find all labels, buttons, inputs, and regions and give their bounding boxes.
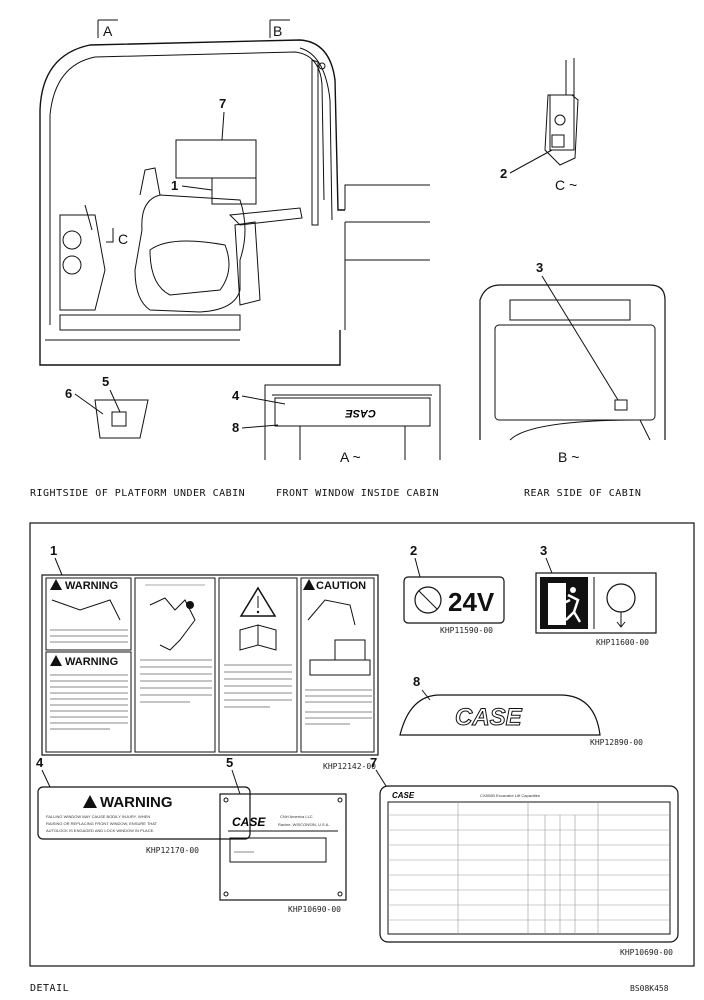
detail-callout-8: 8: [413, 674, 420, 689]
platform-view: 5 6: [65, 374, 149, 439]
decal4-line-3: AUTOLOCK IS ENGAGED AND LOCK WINDOW IN P…: [46, 828, 154, 833]
decal3-part-number: KHP11600-00: [596, 638, 649, 647]
decal7-logo: CASE: [392, 791, 415, 800]
caption-rear-side: REAR SIDE OF CABIN: [524, 488, 641, 499]
cabin-side-view: A B C 7: [39, 19, 430, 366]
decal-7: 7 CASE CX800B Excavator Lift Capacities …: [370, 755, 679, 957]
section-marker-b: B: [273, 23, 282, 39]
warning-triangle-icon: [50, 655, 62, 666]
view-a-label: A ~: [340, 449, 361, 465]
detail-callout-7: 7: [370, 755, 377, 770]
drawing-code: BS08K458: [630, 984, 669, 993]
caption-rightside: RIGHTSIDE OF PLATFORM UNDER CABIN: [30, 488, 245, 499]
battery-icon: [414, 586, 442, 614]
decal4-part-number: KHP12170-00: [146, 846, 199, 855]
callout-8: 8: [232, 420, 239, 435]
decal-8: 8 CASE KHP12890-00: [399, 674, 643, 747]
decal7-title: CX800B Excavator Lift Capacities: [480, 793, 540, 798]
callout-4: 4: [232, 388, 240, 403]
decal1-warning-mid: WARNING: [65, 656, 118, 668]
decal-5: 5 CASE CNH America LLC Racine, WISCONSIN…: [219, 755, 347, 914]
view-c-detail: 2 C ~: [500, 58, 579, 193]
decal1-warning-top: WARNING: [65, 580, 118, 592]
front-window-view: CASE 4 8 A ~: [232, 384, 441, 465]
section-marker-a: A: [103, 23, 113, 39]
decal5-logo: CASE: [232, 815, 266, 829]
callout-7: 7: [219, 96, 226, 111]
callout-1: 1: [171, 178, 178, 193]
decal-1: 1 WARNING WARNING: [41, 543, 379, 771]
decal5-part-number: KHP10690-00: [288, 905, 341, 914]
decal2-voltage: 24V: [448, 587, 495, 617]
caption-front-window: FRONT WINDOW INSIDE CABIN: [276, 488, 439, 499]
detail-frame: [29, 522, 695, 967]
detail-callout-1: 1: [50, 543, 57, 558]
view-c-label: C ~: [555, 177, 577, 193]
front-window-logo: CASE: [345, 407, 376, 419]
callout-2: 2: [500, 166, 507, 181]
warning-triangle-icon: [50, 579, 62, 590]
decal1-caution: CAUTION: [316, 580, 366, 592]
caution-triangle-icon: [303, 579, 315, 590]
callout-3: 3: [536, 260, 543, 275]
view-c-marker: C: [118, 231, 128, 247]
decal7-part-number: KHP10690-00: [620, 948, 673, 957]
detail-callout-3: 3: [540, 543, 547, 558]
decal5-company: CNH America LLC: [280, 814, 313, 819]
decal5-address: Racine, WISCONSIN, U.S.A.: [278, 822, 330, 827]
decal2-part-number: KHP11590-00: [440, 626, 493, 635]
detail-callout-5: 5: [226, 755, 233, 770]
callout-6: 6: [65, 386, 72, 401]
callout-5: 5: [102, 374, 109, 389]
decal-3: 3 KHP11600-00: [535, 543, 657, 647]
detail-callout-2: 2: [410, 543, 417, 558]
decal8-part-number: KHP12890-00: [590, 738, 643, 747]
detail-callout-4: 4: [36, 755, 44, 770]
decal4-line-2: RAISING OR REPLACING FRONT WINDOW, ENSUR…: [46, 821, 158, 826]
warning-triangle-icon: [83, 795, 97, 808]
decal4-title: WARNING: [100, 794, 173, 811]
rear-cabin-view: 3 B ~: [479, 260, 666, 465]
view-b-label: B ~: [558, 449, 579, 465]
detail-label: DETAIL: [30, 983, 69, 994]
emergency-exit-icon: [570, 587, 576, 593]
decal1-part-number: KHP12142-00: [323, 762, 376, 771]
decal4-line-1: FALLING WINDOW MAY CAUSE BODILY INJURY. …: [46, 814, 150, 819]
decal8-logo: CASE: [455, 704, 523, 731]
decal-4: 4 WARNING FALLING WINDOW MAY CAUSE BODIL…: [36, 755, 251, 855]
decal-2: 2 24V KHP11590-00: [403, 543, 505, 635]
